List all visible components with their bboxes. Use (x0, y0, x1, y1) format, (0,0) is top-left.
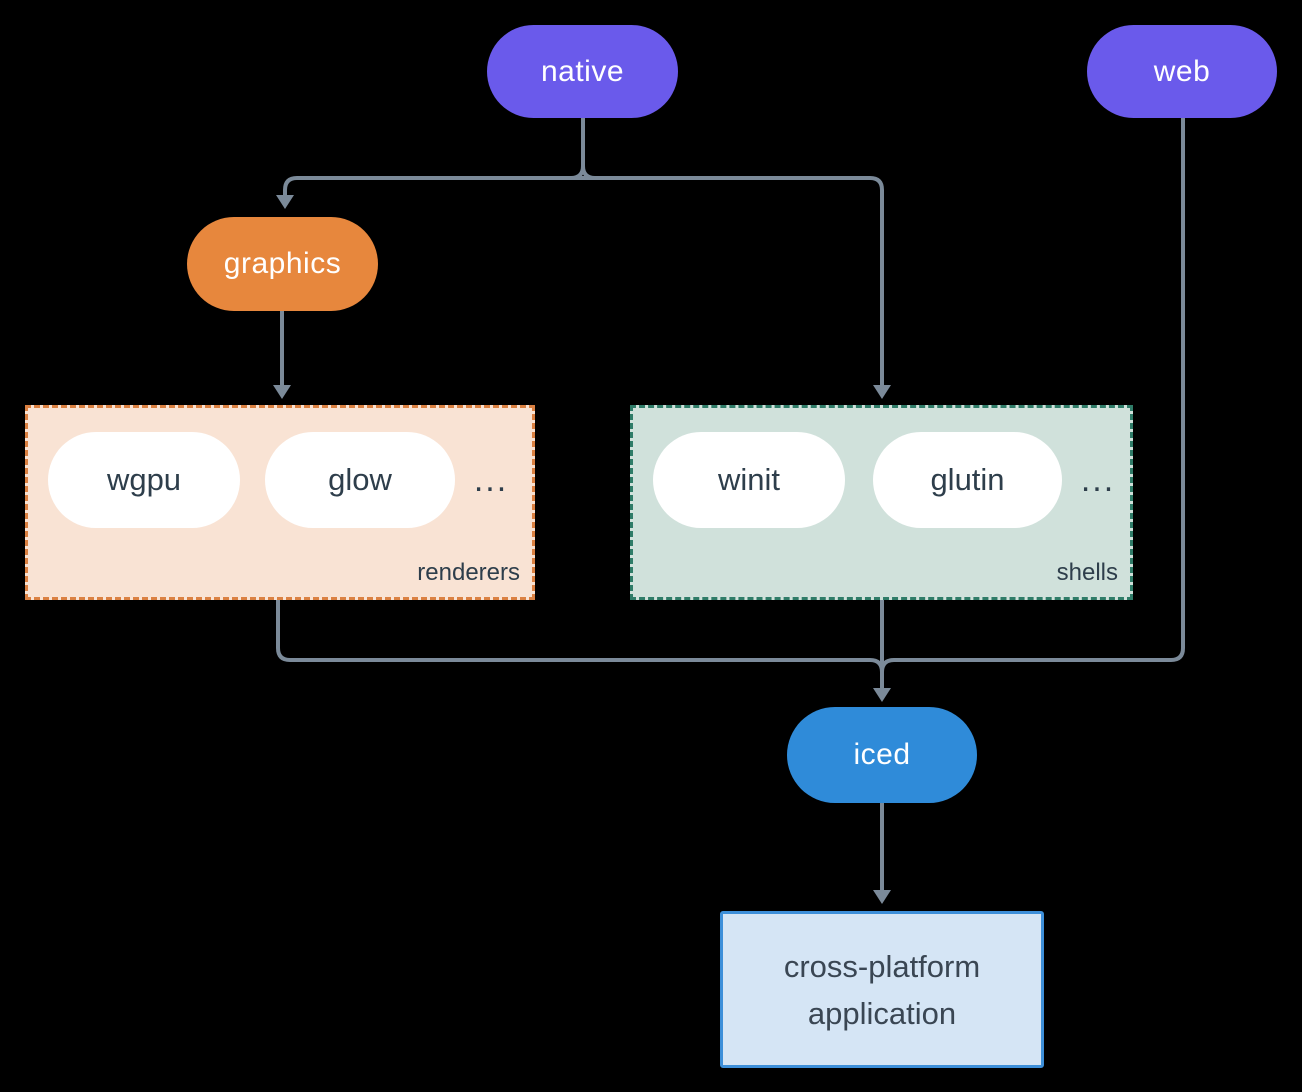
shells-ellipsis: ... (1080, 460, 1116, 499)
renderers-ellipsis: ... (473, 460, 509, 499)
node-cross-platform-application: cross-platform application (720, 911, 1044, 1068)
group-label-renderers: renderers (417, 559, 520, 586)
group-label-shells: shells (1056, 559, 1118, 586)
node-native-label: native (540, 54, 625, 88)
arrowhead-into-shells (873, 385, 891, 399)
connector-native-stem (570, 118, 596, 180)
pill-glutin-label: glutin (930, 462, 1005, 497)
pill-winit-label: winit (717, 462, 780, 497)
app-label-line1: cross-platform (783, 948, 981, 984)
node-graphics: graphics (187, 217, 378, 311)
pill-glow-label: glow (328, 462, 392, 497)
group-renderers: wgpu glow ... renderers (25, 405, 535, 600)
arrowhead-into-app (873, 890, 891, 904)
arrowhead-into-graphics (276, 195, 294, 209)
node-graphics-label: graphics (223, 247, 342, 280)
node-iced: iced (787, 707, 977, 803)
connector-native-split (283, 176, 884, 387)
pill-wgpu: wgpu (48, 432, 240, 528)
node-web-label: web (1153, 54, 1211, 88)
arrowhead-into-renderers (273, 385, 291, 399)
pill-glutin: glutin (873, 432, 1062, 528)
node-native: native (487, 25, 678, 118)
node-web: web (1087, 25, 1277, 118)
pill-winit: winit (653, 432, 845, 528)
app-label-line2: application (807, 995, 957, 1031)
pill-glow: glow (265, 432, 455, 528)
pill-wgpu-label: wgpu (106, 462, 182, 497)
connector-renderers-merge (276, 600, 870, 662)
connector-shells-iced (869, 600, 895, 688)
arrowhead-into-iced (873, 688, 891, 702)
group-shells: winit glutin ... shells (630, 405, 1133, 600)
node-iced-label: iced (853, 738, 911, 771)
